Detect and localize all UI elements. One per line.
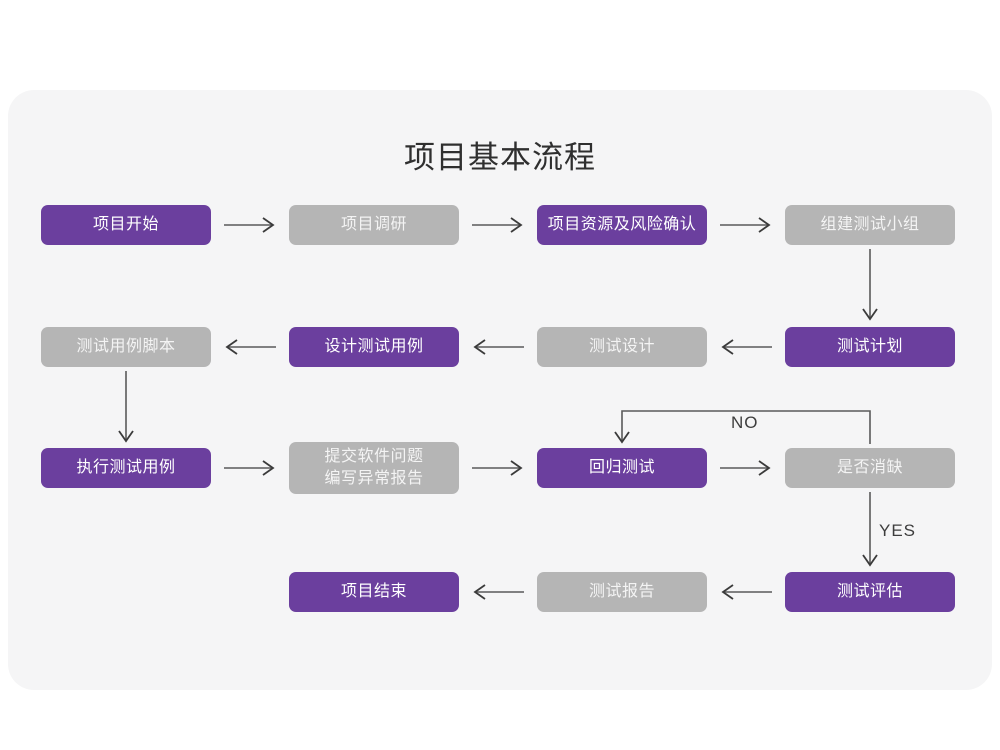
edge-label-yes: YES: [879, 521, 917, 540]
node-resource-risk-confirm[interactable]: 项目资源及风险确认: [537, 205, 707, 245]
node-test-plan[interactable]: 测试计划: [785, 327, 955, 367]
node-design-test-cases[interactable]: 设计测试用例: [289, 327, 459, 367]
page-title: 项目基本流程: [404, 140, 596, 175]
node-defects-cleared-decision[interactable]: 是否消缺: [785, 448, 955, 488]
node-project-research[interactable]: 项目调研: [289, 205, 459, 245]
node-test-case-script[interactable]: 测试用例脚本: [41, 327, 211, 367]
node-submit-issue-report[interactable]: 提交软件问题 编写异常报告: [289, 442, 459, 494]
node-test-report[interactable]: 测试报告: [537, 572, 707, 612]
node-execute-test-cases[interactable]: 执行测试用例: [41, 448, 211, 488]
node-test-design[interactable]: 测试设计: [537, 327, 707, 367]
node-project-start[interactable]: 项目开始: [41, 205, 211, 245]
node-regression-test[interactable]: 回归测试: [537, 448, 707, 488]
node-form-test-team[interactable]: 组建测试小组: [785, 205, 955, 245]
edge-label-no: NO: [731, 413, 759, 432]
node-test-evaluation[interactable]: 测试评估: [785, 572, 955, 612]
node-project-end[interactable]: 项目结束: [289, 572, 459, 612]
